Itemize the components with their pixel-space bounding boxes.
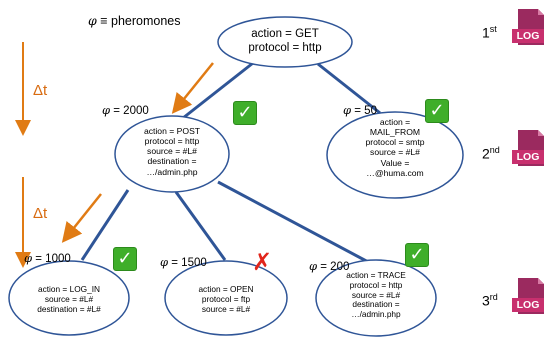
node-mail — [326, 111, 464, 199]
check-icon-mail: ✓ — [425, 99, 449, 123]
node-post — [114, 115, 230, 193]
node-trace — [315, 259, 437, 337]
node-open — [164, 260, 288, 336]
edge-post-open — [174, 191, 227, 261]
pheromone-mail: φ = 50 — [343, 103, 377, 117]
edge-post-trace — [217, 180, 373, 266]
cross-icon-open: ✗ — [252, 248, 273, 276]
pheromone-arrow-2 — [61, 193, 102, 243]
level-2-label: 2nd — [482, 145, 500, 162]
pheromone-arrow-1 — [171, 62, 214, 114]
level-3-label: 3rd — [482, 292, 498, 309]
level-1-label: 1st — [482, 24, 497, 41]
log-file-icon-2: LOG — [508, 128, 548, 168]
time-step-label-1: Δt — [33, 82, 48, 99]
node-login — [8, 260, 130, 336]
edge-root-mail — [317, 62, 381, 115]
edge-post-login — [80, 189, 130, 261]
log-file-icon-3: LOG — [508, 276, 548, 316]
pheromone-post: φ = 2000 — [102, 103, 149, 117]
check-icon-login: ✓ — [113, 247, 137, 271]
pheromone-login: φ = 1000 — [24, 251, 71, 265]
pheromone-open: φ = 1500 — [160, 255, 207, 269]
time-step-label-2: Δt — [33, 205, 48, 222]
edge-root-post — [182, 61, 254, 120]
node-root — [217, 16, 353, 68]
check-icon-post: ✓ — [233, 101, 257, 125]
pheromone-legend: φ ≡ pheromones — [88, 13, 181, 28]
pheromone-trace: φ = 200 — [309, 259, 350, 273]
check-icon-trace: ✓ — [405, 243, 429, 267]
log-file-icon-1: LOG — [508, 7, 548, 47]
